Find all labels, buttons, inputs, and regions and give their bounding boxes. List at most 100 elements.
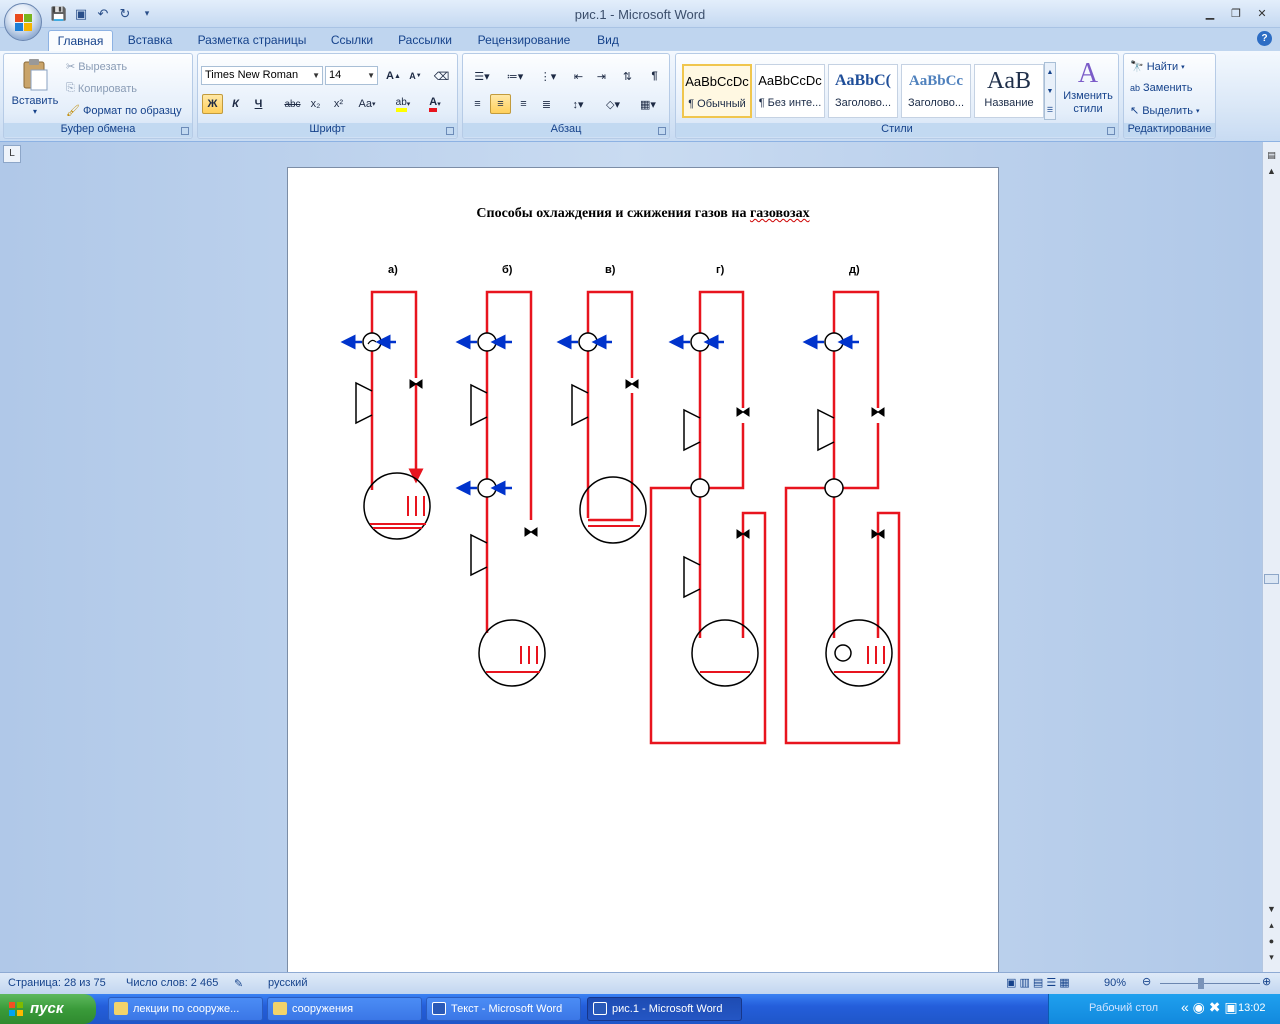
zoom-in-icon[interactable]: ⊕ (1262, 976, 1272, 988)
highlighter-icon: ab (395, 97, 407, 112)
find-label: Найти (1146, 60, 1179, 73)
font-name-combo[interactable]: Times New Roman▼ (201, 66, 323, 85)
cooling-schemes-figure: а) б) в) г) д) (340, 264, 901, 745)
start-button[interactable]: пуск (0, 994, 96, 1024)
scroll-down-icon[interactable]: ▼ (1267, 904, 1276, 914)
font-color-button[interactable]: A▾ (420, 94, 450, 114)
show-marks-icon[interactable]: ¶ (651, 70, 658, 82)
ruler-view-icon[interactable]: ▤ (1267, 150, 1276, 160)
strikethrough-button[interactable]: abc (284, 98, 301, 110)
page-count[interactable]: Страница: 28 из 75 (8, 977, 106, 989)
font-size-combo[interactable]: 14▼ (325, 66, 378, 85)
word-count[interactable]: Число слов: 2 465 (126, 977, 219, 989)
customize-qat-icon[interactable]: ▾ (144, 8, 150, 18)
browse-object-icon[interactable]: ● (1268, 936, 1275, 946)
minimize-icon[interactable]: ▁ (1205, 7, 1215, 20)
redo-icon[interactable]: ↻ (119, 5, 131, 21)
change-styles-button[interactable]: A Изменить стили (1060, 58, 1116, 116)
task-constructions[interactable]: сооружения (267, 997, 422, 1021)
decrease-indent-icon[interactable]: ⇤ (573, 70, 584, 83)
tray-icons[interactable]: « ◉ ✖ ▣ (1181, 999, 1238, 1015)
tab-view[interactable]: Вид (597, 33, 619, 47)
zoom-level[interactable]: 90% (1104, 977, 1127, 989)
language-status[interactable]: русский (268, 977, 308, 989)
superscript-button[interactable]: x² (333, 98, 344, 110)
bullets-icon[interactable]: ☰▾ (474, 70, 490, 83)
italic-button[interactable]: К (232, 98, 239, 110)
select-button[interactable]: ↖Выделить▾ (1130, 104, 1200, 118)
shrink-font-button[interactable]: A▼ (409, 71, 422, 81)
style-name: Название (984, 97, 1034, 109)
align-center-icon[interactable]: ≡ (490, 94, 511, 114)
office-button[interactable] (4, 3, 42, 41)
scroll-up-icon[interactable]: ▲ (1267, 166, 1276, 176)
clipboard-launcher-icon[interactable] (181, 127, 189, 135)
paragraph-launcher-icon[interactable] (658, 127, 666, 135)
zoom-slider-thumb[interactable] (1198, 978, 1204, 989)
find-button[interactable]: 🔭Найти▾ (1130, 60, 1185, 74)
borders-icon[interactable]: ▦▾ (640, 98, 656, 111)
style-heading-1[interactable]: AaBbC(Заголово... (828, 64, 898, 118)
multilevel-list-icon[interactable]: ⋮▾ (539, 70, 557, 83)
task-label: рис.1 - Microsoft Word (612, 1003, 723, 1015)
desktop-toolbar-label[interactable]: Рабочий стол (1089, 1002, 1159, 1014)
zoom-out-icon[interactable]: ⊖ (1142, 976, 1152, 988)
paste-button[interactable]: Вставить ▾ (10, 58, 60, 124)
task-lectures[interactable]: лекции по сооруже... (108, 997, 263, 1021)
system-tray: Рабочий стол « ◉ ✖ ▣ 13:02 (1048, 994, 1280, 1024)
underline-button[interactable]: Ч (254, 98, 263, 110)
change-case-button[interactable]: Aa▾ (358, 98, 376, 110)
task-ris1-word[interactable]: рис.1 - Microsoft Word (587, 997, 742, 1021)
align-right-icon[interactable]: ≡ (520, 98, 527, 110)
tab-references[interactable]: Ссылки (330, 33, 374, 47)
justify-icon[interactable]: ≣ (541, 98, 552, 111)
numbering-icon[interactable]: ≔▾ (506, 70, 524, 83)
undo-icon[interactable]: ↶ (97, 5, 109, 21)
ruler-toggle-icon[interactable]: L (3, 145, 21, 163)
format-painter-button[interactable]: 🖌Формат по образцу (66, 104, 182, 118)
tab-home[interactable]: Главная (48, 30, 113, 52)
document-page[interactable]: Способы охлаждения и сжижения газов на г… (287, 167, 999, 977)
styles-scroll[interactable]: ▲▼☰ (1044, 62, 1056, 120)
highlight-button[interactable]: ab▾ (388, 94, 418, 114)
next-page-icon[interactable]: ▾ (1269, 952, 1274, 962)
styles-launcher-icon[interactable] (1107, 127, 1115, 135)
style-no-spacing[interactable]: AaBbCcDc¶ Без инте... (755, 64, 825, 118)
font-launcher-icon[interactable] (446, 127, 454, 135)
align-left-icon[interactable]: ≡ (474, 98, 481, 110)
increase-indent-icon[interactable]: ⇥ (596, 70, 607, 83)
save-icon[interactable]: 💾 (50, 5, 68, 21)
subscript-button[interactable]: x₂ (310, 98, 321, 110)
clear-format-icon[interactable]: ⌫ (433, 70, 450, 83)
prev-page-icon[interactable]: ▴ (1269, 920, 1274, 930)
scroll-thumb[interactable] (1264, 574, 1279, 584)
help-icon[interactable]: ? (1257, 31, 1272, 46)
zoom-slider[interactable] (1160, 983, 1260, 984)
tab-page-layout[interactable]: Разметка страницы (197, 33, 307, 47)
tab-review[interactable]: Рецензирование (477, 33, 571, 47)
cut-button[interactable]: ✂Вырезать (66, 60, 127, 74)
vertical-scrollbar[interactable]: ▤ ▲ ▼ ▴ ● ▾ (1262, 142, 1280, 972)
tab-mailings[interactable]: Рассылки (398, 33, 452, 47)
shading-icon[interactable]: ◇▾ (606, 98, 620, 111)
close-icon[interactable]: ✕ (1257, 7, 1267, 20)
view-buttons[interactable]: ▣ ▥ ▤ ☰ ▦ (1006, 977, 1070, 989)
bold-button[interactable]: Ж (202, 94, 223, 114)
line-spacing-icon[interactable]: ↕▾ (572, 98, 584, 111)
title-misspelled-word: газовозах (749, 206, 810, 221)
restore-icon[interactable]: ❐ (1231, 7, 1241, 20)
print-icon[interactable]: ▣ (74, 5, 88, 21)
title-bar: 💾 ▣ ↶ ↻ ▾ рис.1 - Microsoft Word ▁ ❐ ✕ (0, 0, 1280, 28)
proofing-icon[interactable]: ✎ (234, 978, 244, 990)
task-text-word[interactable]: Текст - Microsoft Word (426, 997, 581, 1021)
grow-font-button[interactable]: A▲ (386, 70, 401, 82)
style-normal[interactable]: AaBbCcDc¶ Обычный (682, 64, 752, 118)
sort-icon[interactable]: ⇅ (622, 70, 633, 83)
clock[interactable]: 13:02 (1238, 1002, 1266, 1014)
scheme-label-d: д) (849, 264, 860, 276)
copy-button[interactable]: ⎘Копировать (66, 82, 137, 95)
tab-insert[interactable]: Вставка (127, 33, 173, 47)
